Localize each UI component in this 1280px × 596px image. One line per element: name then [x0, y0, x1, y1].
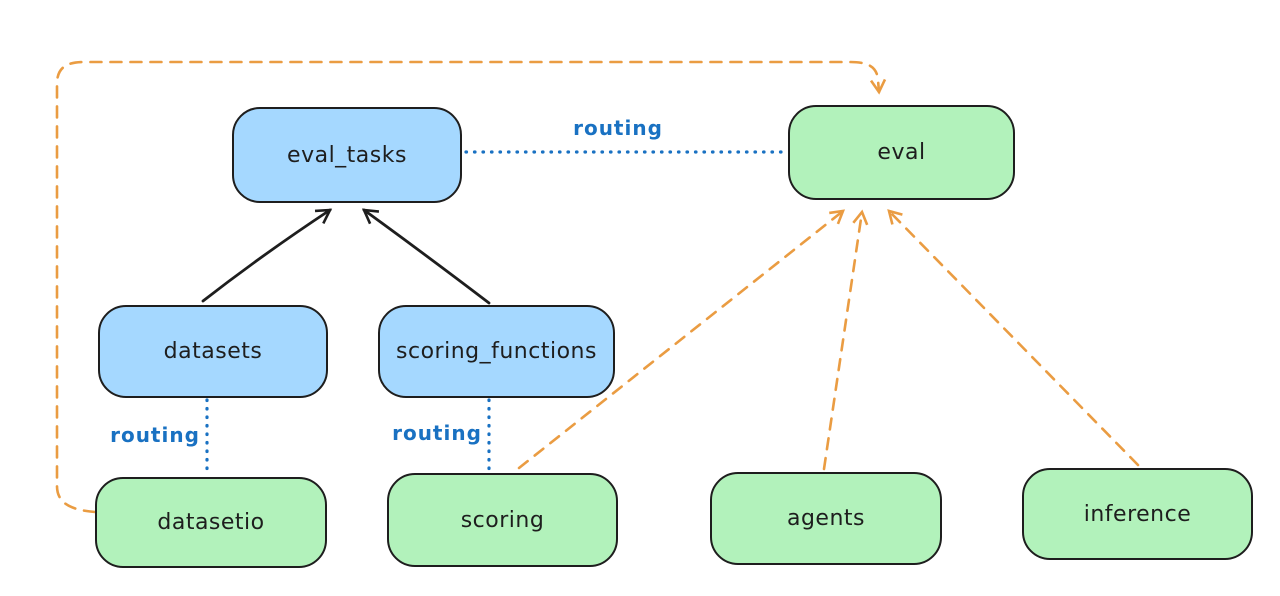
node-scoring-functions: scoring_functions [378, 305, 615, 398]
node-datasets-label: datasets [163, 339, 263, 364]
node-scoring-functions-label: scoring_functions [396, 339, 597, 364]
node-scoring-label: scoring [460, 507, 545, 533]
edge-datasetio-to-eval [55, 60, 887, 514]
node-datasetio-label: datasetio [157, 510, 265, 535]
edge-scoring-functions-to-eval-tasks [361, 208, 491, 305]
edge-label-routing-scoring-functions-scoring: routing [392, 421, 482, 445]
node-inference-label: inference [1083, 501, 1192, 527]
edge-label-routing-eval-tasks-eval: routing [573, 116, 663, 140]
edge-scoring-to-eval [517, 209, 846, 470]
node-agents: agents [710, 472, 942, 565]
node-inference: inference [1022, 468, 1253, 560]
node-eval-tasks-label: eval_tasks [287, 142, 407, 168]
node-datasetio: datasetio [95, 477, 327, 568]
edge-datasets-to-eval-tasks [201, 208, 333, 303]
edge-inference-to-eval [887, 209, 1140, 467]
edge-label-routing-datasets-datasetio: routing [110, 423, 200, 447]
node-scoring: scoring [387, 473, 618, 567]
node-eval: eval [788, 105, 1015, 200]
node-datasets: datasets [98, 305, 328, 398]
node-agents-label: agents [786, 506, 865, 531]
node-eval-tasks: eval_tasks [232, 107, 462, 203]
edge-agents-to-eval [822, 209, 869, 471]
node-eval-label: eval [877, 140, 926, 165]
